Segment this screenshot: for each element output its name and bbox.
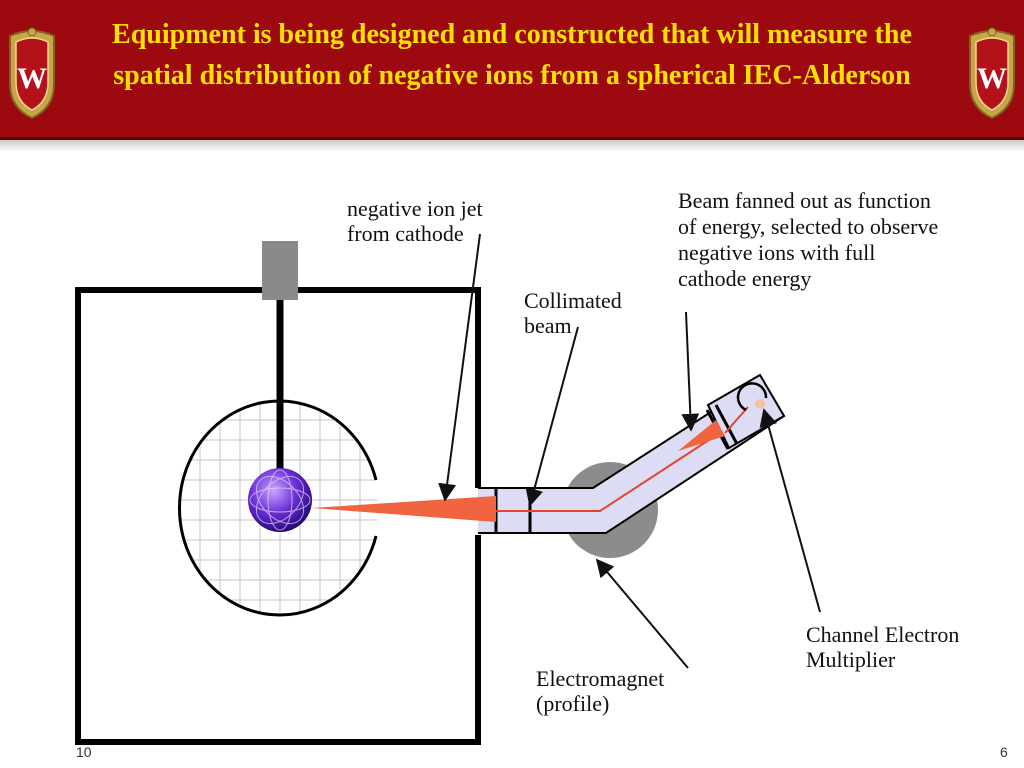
ion-jet-beam <box>312 496 496 522</box>
detector-slit <box>714 404 739 445</box>
collimated-beam-line <box>496 435 716 512</box>
label-beam-fanned-out: Beam fanned out as function of energy, s… <box>678 188 939 291</box>
arrow-electromagnet <box>595 558 689 669</box>
title-banner: W Equipment is being designed and constr… <box>0 0 1024 140</box>
page-number: 6 <box>1000 744 1008 760</box>
cathode-sphere <box>248 468 312 532</box>
feedthrough-block <box>262 241 298 300</box>
arrow-channel-electron <box>759 408 821 613</box>
channel-electron-multiplier <box>736 382 768 412</box>
arrow-neg-ion-jet <box>438 233 481 502</box>
fanned-beam <box>678 420 725 451</box>
vacuum-chamber-wall <box>75 287 481 745</box>
label-channel-electron-multiplier: Channel Electron Multiplier <box>806 622 960 672</box>
banner-shadow <box>0 140 1024 152</box>
slide-title: Equipment is being designed and construc… <box>112 19 912 91</box>
university-crest-icon: W <box>9 27 55 120</box>
selected-beam-line <box>724 406 749 434</box>
multiplier-cone <box>755 399 765 409</box>
label-collimated-beam: Collimated beam <box>524 288 622 338</box>
svg-text:W: W <box>17 62 47 95</box>
slide-number: 10 <box>76 744 92 760</box>
label-electromagnet: Electromagnet (profile) <box>536 666 665 716</box>
label-negative-ion-jet: negative ion jet from cathode <box>347 196 483 246</box>
arrow-collimated <box>525 326 579 507</box>
svg-text:W: W <box>977 62 1007 95</box>
university-crest-icon: W <box>969 27 1015 120</box>
arrow-beam-fanned <box>681 311 700 432</box>
